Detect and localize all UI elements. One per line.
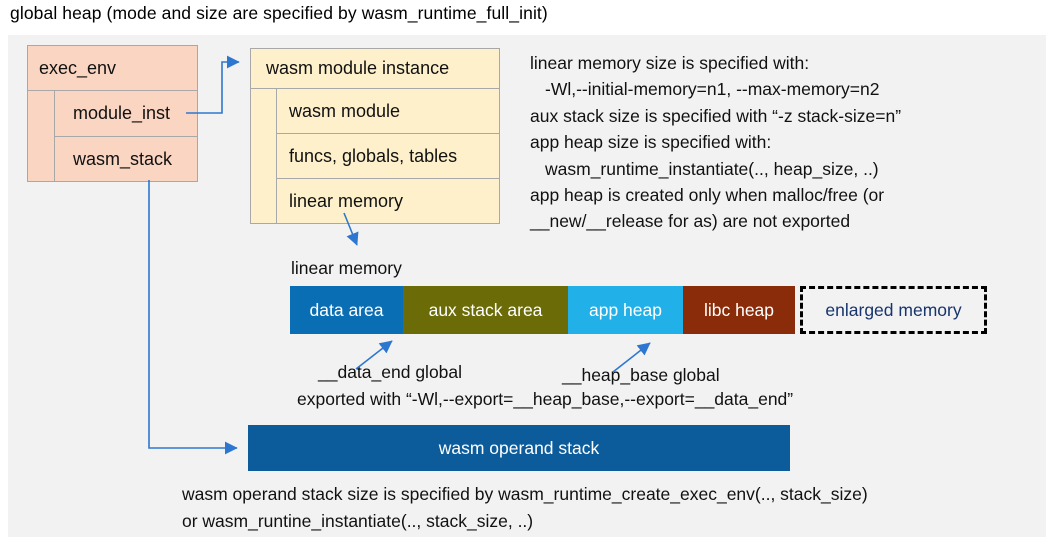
linear-memory-label: linear memory	[291, 258, 402, 278]
linear-memory-bar: data area aux stack area app heap libc h…	[290, 286, 987, 334]
exec-env-rows: module_inst wasm_stack	[54, 91, 197, 182]
exec-env-header: exec_env	[28, 46, 197, 91]
segment-aux-stack-area: aux stack area	[403, 286, 568, 334]
segment-app-heap: app heap	[568, 286, 683, 334]
exec-env-row-wasm-stack: wasm_stack	[55, 136, 197, 182]
module-instance-row-funcs-globals-tables: funcs, globals, tables	[277, 133, 499, 178]
module-instance-rows: wasm module funcs, globals, tables linea…	[276, 89, 499, 224]
size-notes: linear memory size is specified with: -W…	[530, 50, 1042, 235]
note-line: app heap is created only when malloc/fre…	[530, 185, 885, 206]
wasm-operand-stack-bar: wasm operand stack	[248, 425, 790, 471]
segment-libc-heap: libc heap	[683, 286, 795, 334]
segment-data-area: data area	[290, 286, 403, 334]
module-instance-header: wasm module instance	[251, 49, 499, 89]
module-instance-row-linear-memory: linear memory	[277, 178, 499, 224]
exec-env-row-module-inst: module_inst	[73, 103, 171, 123]
note-line: linear memory size is specified with:	[530, 53, 810, 73]
module-instance-row-wasm-module: wasm module	[289, 100, 401, 121]
note-line: -Wl,--initial-memory=n1, --max-memory=n2	[545, 79, 880, 100]
diagram-title: global heap (mode and size are specified…	[10, 3, 548, 23]
footer-line: wasm operand stack size is specified by …	[182, 484, 868, 504]
footer-line: or wasm_runtine_instantiate(.., stack_si…	[182, 511, 534, 531]
note-line: wasm_runtime_instantiate(.., heap_size, …	[545, 158, 879, 179]
exported-with-label: exported with “-Wl,--export=__heap_base,…	[297, 389, 794, 409]
exec-env-box: exec_env module_inst wasm_stack	[27, 45, 198, 182]
module-instance-box: wasm module instance wasm module funcs, …	[250, 48, 500, 224]
data-end-global-label: __data_end global	[318, 362, 463, 382]
segment-enlarged-memory: enlarged memory	[800, 286, 987, 334]
heap-base-global-label: __heap_base global	[562, 365, 720, 385]
note-line: app heap size is specified with:	[530, 132, 772, 153]
operand-stack-note: wasm operand stack size is specified by …	[182, 481, 868, 535]
note-line: __new/__release for as) are not exported	[530, 211, 851, 232]
note-line: aux stack size is specified with “-z sta…	[530, 105, 902, 126]
